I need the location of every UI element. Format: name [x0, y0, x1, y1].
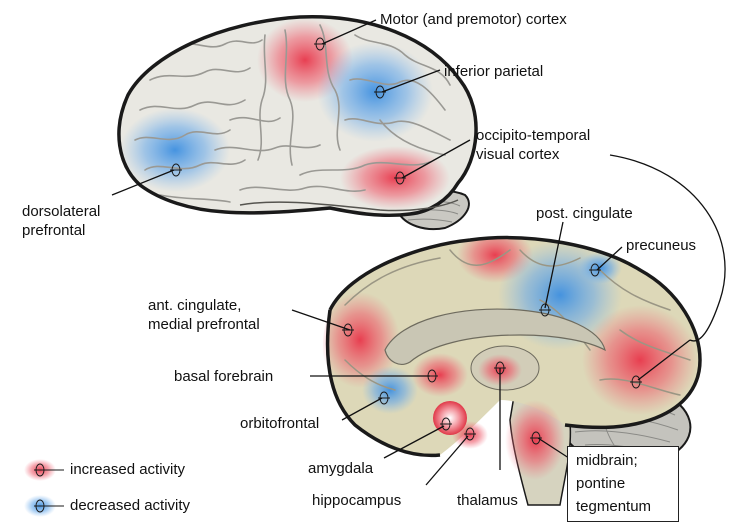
label-orbitofrontal: orbitofrontal: [240, 415, 320, 432]
label-ant-cingulate-line1: ant. cingulate,: [148, 297, 242, 314]
legend-swatches: [24, 459, 64, 517]
marker-inferior-parietal: [374, 85, 386, 99]
label-dorsolateral-line1: dorsolateral: [22, 203, 101, 220]
label-basal-forebrain: basal forebrain: [174, 368, 274, 385]
label-dorsolateral-prefrontal: dorsolateral prefrontal: [22, 202, 100, 240]
label-occipito-temporal-line2: visual cortex: [476, 146, 560, 163]
medial-brain: [322, 235, 702, 506]
marker-motor: [314, 37, 326, 51]
activity-markers: [170, 37, 642, 445]
label-hippocampus: hippocampus: [312, 492, 402, 509]
lateral-brain: [117, 15, 478, 231]
legend-decreased-label: decreased activity: [70, 497, 191, 514]
label-occipito-temporal-line1: occipito-temporal: [476, 127, 591, 144]
label-midbrain-line2: pontine: [576, 475, 626, 492]
marker-orbitofrontal: [378, 391, 390, 405]
label-midbrain-line1: midbrain;: [576, 452, 638, 469]
marker-amygdala: [440, 417, 452, 431]
marker-midbrain: [530, 431, 542, 445]
label-motor-cortex: Motor (and premotor) cortex: [380, 11, 567, 28]
marker-precuneus: [589, 263, 601, 277]
marker-post-cingulate: [539, 303, 551, 317]
label-post-cingulate: post. cingulate: [536, 205, 633, 222]
label-amygdala: amygdala: [308, 460, 374, 477]
marker-hippocampus: [464, 427, 476, 441]
label-midbrain-box: midbrain; pontine tegmentum: [567, 446, 679, 522]
marker-dorsolateral: [170, 163, 182, 177]
label-midbrain-line3: tegmentum: [576, 498, 652, 515]
label-ant-cingulate: ant. cingulate, medial prefrontal: [148, 296, 260, 334]
label-dorsolateral-line2: prefrontal: [22, 222, 86, 239]
label-occipito-temporal: occipito-temporal visual cortex: [476, 126, 590, 164]
marker-ant-cingulate: [342, 323, 354, 337]
marker-visual-medial: [630, 375, 642, 389]
marker-occipito-temporal: [394, 171, 406, 185]
label-thalamus: thalamus: [457, 492, 518, 509]
label-inferior-parietal: inferior parietal: [444, 63, 544, 80]
label-ant-cingulate-line2: medial prefrontal: [148, 316, 260, 333]
label-precuneus: precuneus: [626, 237, 697, 254]
legend-increased-label: increased activity: [70, 461, 186, 478]
